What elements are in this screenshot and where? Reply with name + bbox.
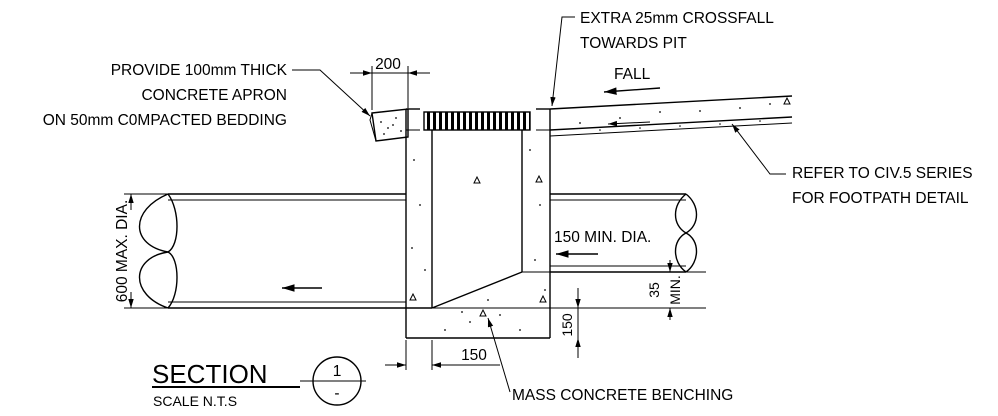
- dim-150-vertical-label: 150: [559, 313, 575, 337]
- slab-arrow: [607, 120, 651, 127]
- fall-label: FALL: [614, 66, 651, 83]
- section-title: SECTION: [152, 359, 268, 389]
- refer-leader: [731, 123, 786, 175]
- footpath-slab: [549, 95, 793, 137]
- concrete-apron: [369, 108, 409, 142]
- dim-pipe-dia: [124, 193, 168, 309]
- grate: [423, 111, 531, 131]
- provide-label-1: PROVIDE 100mm THICK: [111, 62, 288, 79]
- section-scale: SCALE N.T.S: [153, 393, 237, 409]
- pit-walls: [405, 108, 551, 339]
- provide-label-2: CONCRETE APRON: [141, 87, 287, 104]
- outlet-pipe: [139, 193, 432, 309]
- refer-label-2: FOR FOOTPATH DETAIL: [792, 190, 969, 207]
- dim-200-label: 200: [375, 56, 401, 73]
- extra-crossfall-label-2: TOWARDS PIT: [580, 35, 687, 52]
- fall-arrow: [603, 87, 661, 95]
- inlet-pipe: [550, 193, 698, 273]
- min-dia-label: 150 MIN. DIA.: [554, 229, 651, 246]
- extra-crossfall-leader: [550, 16, 575, 107]
- section-title-block: SECTION SCALE N.T.S 1 -: [152, 356, 366, 409]
- dim-150-horizontal: [385, 340, 500, 370]
- benching-leader: [487, 317, 511, 393]
- section-number: 1: [333, 363, 342, 380]
- refer-label-1: REFER TO CIV.5 SERIES: [792, 165, 973, 182]
- dim-35-label: 35: [646, 282, 662, 298]
- provide-label-3: ON 50mm C0MPACTED BEDDING: [43, 112, 287, 129]
- pipe-dia-label: 600 MAX. DIA.: [114, 200, 131, 303]
- dim-200: [350, 66, 430, 110]
- provide-leader: [292, 69, 371, 117]
- section-sheet: -: [334, 385, 339, 402]
- benching-label: MASS CONCRETE BENCHING: [512, 387, 733, 404]
- dim-150-horizontal-label: 150: [461, 347, 487, 364]
- dim-min-label: MIN.: [667, 275, 683, 305]
- dim-35: [550, 260, 706, 320]
- extra-crossfall-label-1: EXTRA 25mm CROSSFALL: [580, 10, 774, 27]
